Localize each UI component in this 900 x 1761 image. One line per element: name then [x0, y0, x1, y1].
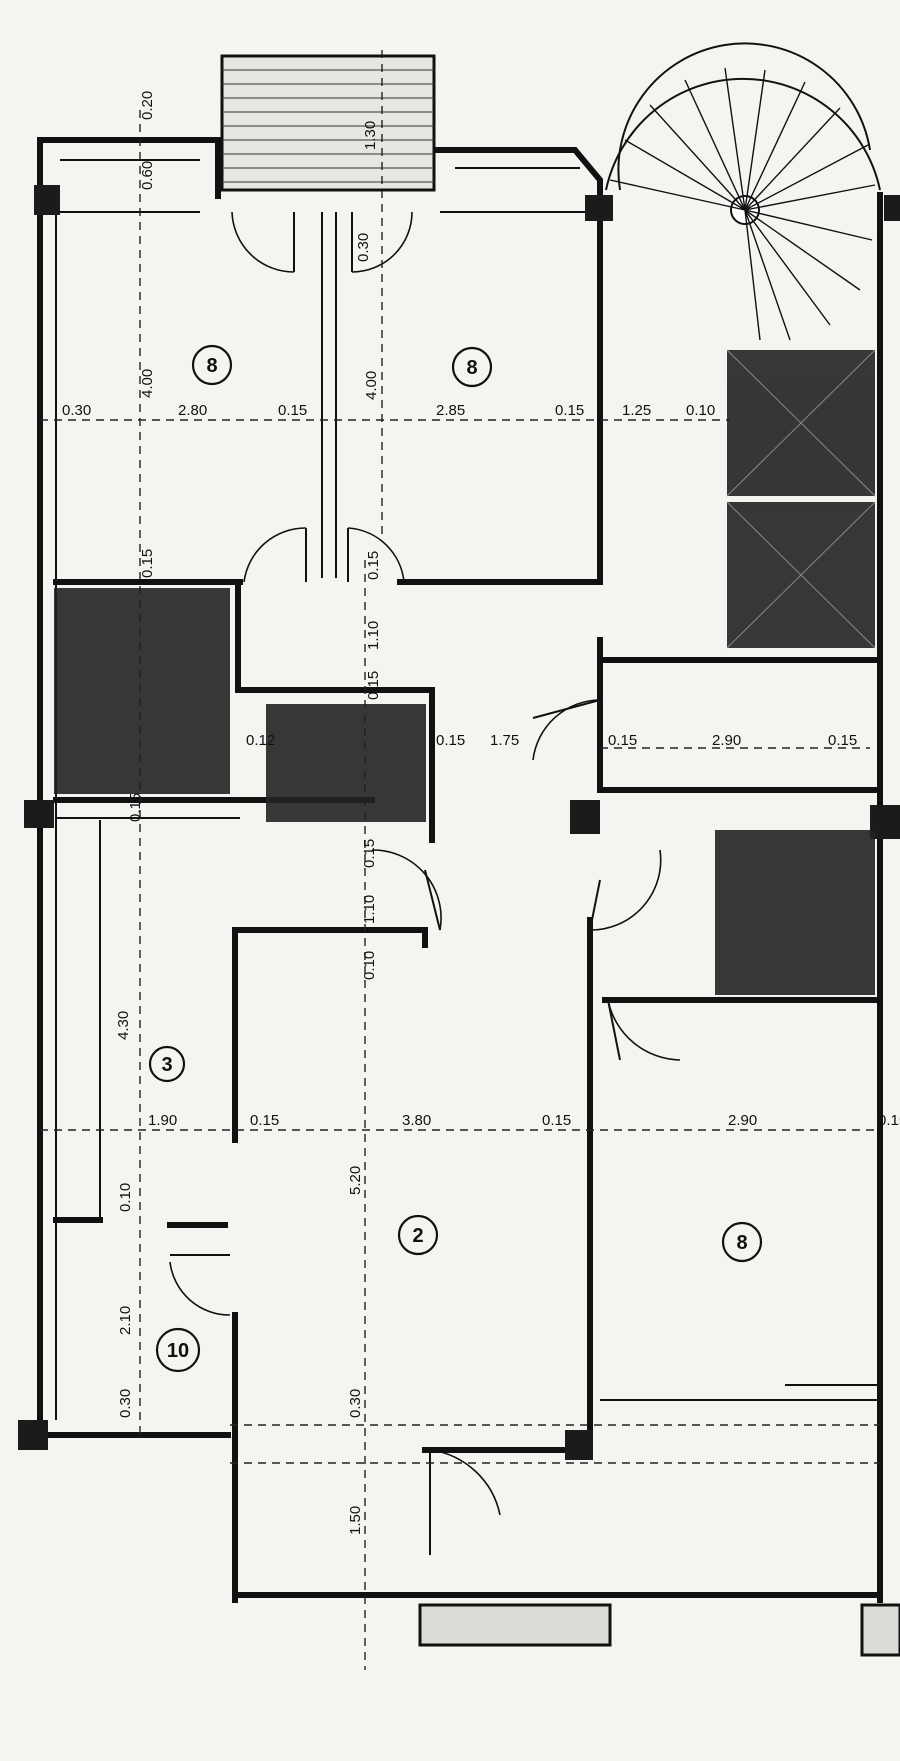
dim-label: 0.30 — [347, 1389, 364, 1418]
shower-cross-marks — [726, 349, 876, 649]
dim-label: 0.15 — [139, 549, 156, 578]
room-label-bedroom-2: 8 — [451, 346, 493, 388]
dim-label: 1.10 — [361, 895, 378, 924]
dim-label: 0.30 — [117, 1389, 134, 1418]
dimension-labels: 0.20 0.60 1.30 0.30 4.00 4.00 0.30 2.80 … — [62, 91, 900, 1535]
room-number: 2 — [412, 1225, 423, 1247]
dim-label: 4.00 — [139, 369, 156, 398]
dim-label: 0.15 — [555, 402, 584, 419]
room-label-3: 3 — [148, 1045, 186, 1083]
dim-label: 0.15 — [365, 671, 382, 700]
dim-label: 2.90 — [728, 1112, 757, 1129]
room-label-bedroom-3: 8 — [721, 1221, 763, 1263]
dim-label: 0.15 — [608, 732, 637, 749]
room-label-10: 10 — [155, 1327, 201, 1373]
dim-label: 2.80 — [178, 402, 207, 419]
dim-label: 0.10 — [686, 402, 715, 419]
room-labels: 8 8 3 2 8 10 — [148, 344, 763, 1373]
dim-label: 5.20 — [347, 1166, 364, 1195]
dim-label: 0.20 — [139, 91, 156, 120]
dim-label: 0.15 — [436, 732, 465, 749]
dim-label: 0.30 — [62, 402, 91, 419]
dim-label: 0.15 — [365, 551, 382, 580]
dim-label: 0.15 — [878, 1112, 900, 1129]
dim-label: 1.25 — [622, 402, 651, 419]
dimension-lines — [40, 50, 880, 1670]
room-label-living-2: 2 — [397, 1214, 439, 1256]
dim-label: 0.15 — [828, 732, 857, 749]
spiral-staircase — [605, 42, 881, 341]
room-number: 8 — [206, 355, 217, 377]
dim-label: 0.30 — [355, 233, 372, 262]
dim-label: 1.75 — [490, 732, 519, 749]
room-number: 3 — [161, 1054, 172, 1076]
dim-label: 1.50 — [347, 1506, 364, 1535]
dim-label: 0.15 — [278, 402, 307, 419]
room-number: 8 — [466, 357, 477, 379]
dim-label: 1.30 — [362, 121, 379, 150]
dim-label: 4.00 — [363, 371, 380, 400]
dim-label: 1.90 — [148, 1112, 177, 1129]
dim-label: 0.60 — [139, 161, 156, 190]
room-number: 8 — [736, 1232, 747, 1254]
dim-label: 2.10 — [117, 1306, 134, 1335]
planter-block — [418, 1603, 900, 1657]
dim-label: 0.15 — [542, 1112, 571, 1129]
dim-label: 2.85 — [436, 402, 465, 419]
dim-label: 0.15 — [361, 839, 378, 868]
dim-label: 0.15 — [127, 793, 144, 822]
dim-label: 0.12 — [246, 732, 275, 749]
balcony-brick-block — [220, 54, 436, 192]
dim-label: 3.80 — [402, 1112, 431, 1129]
doors — [169, 211, 681, 1555]
columns — [18, 185, 900, 1460]
dim-label: 2.90 — [712, 732, 741, 749]
fixture-blocks — [54, 350, 875, 995]
dim-label: 1.10 — [365, 621, 382, 650]
room-number: 10 — [167, 1340, 189, 1362]
dim-label: 0.10 — [361, 951, 378, 980]
dim-label: 0.15 — [250, 1112, 279, 1129]
dim-label: 0.10 — [117, 1183, 134, 1212]
room-label-bedroom-1: 8 — [191, 344, 233, 386]
dim-label: 4.30 — [115, 1011, 132, 1040]
